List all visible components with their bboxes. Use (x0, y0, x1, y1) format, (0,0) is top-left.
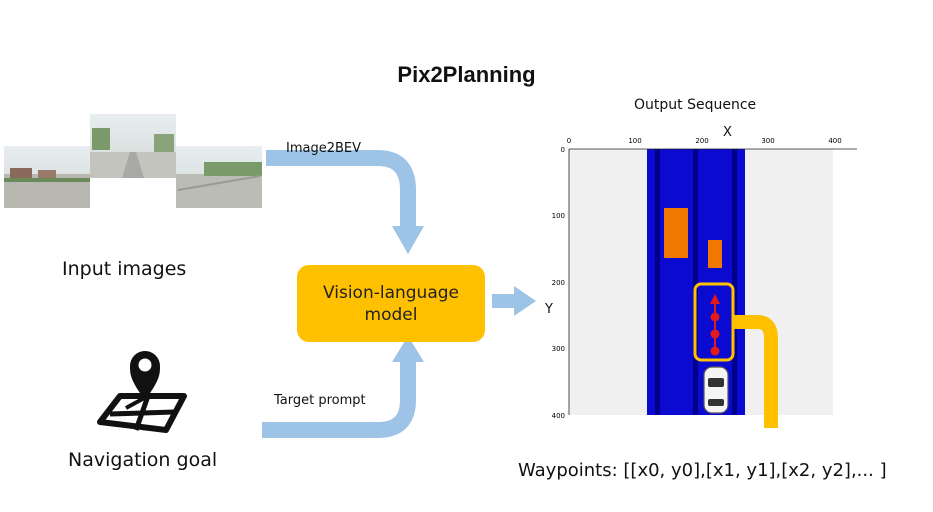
arrow-image2bev-head (392, 226, 424, 254)
output-sequence-title: Output Sequence (634, 97, 757, 113)
bev-plot: 0 100 200 300 400 0 100 200 300 400 (552, 137, 857, 428)
camera-image-center (90, 114, 176, 178)
waypoint (710, 346, 720, 356)
image2bev-label: Image2BEV (286, 141, 362, 156)
target-prompt-label: Target prompt (274, 393, 366, 408)
y-tick-labels: 0 100 200 300 400 (552, 146, 565, 420)
x-tick: 200 (695, 137, 708, 145)
waypoint-callout-arrow (733, 315, 778, 428)
ego-vehicle-icon (703, 366, 729, 414)
waypoint-direction-arrow (710, 294, 720, 304)
y-tick: 400 (552, 412, 565, 420)
obstacle-vehicle-1 (664, 208, 688, 258)
x-tick: 0 (567, 137, 571, 145)
y-tick: 100 (552, 212, 565, 220)
y-tick: 200 (552, 279, 565, 287)
x-axis-label: X (723, 125, 732, 140)
x-tick-labels: 0 100 200 300 400 (567, 137, 842, 145)
lane-divider-right (732, 149, 737, 415)
obstacle-vehicle-2 (708, 240, 722, 268)
model-label: Vision-language model (322, 282, 460, 325)
lane-divider-mid (693, 149, 698, 415)
navigation-goal-label: Navigation goal (68, 449, 218, 471)
input-images (4, 114, 262, 208)
y-axis-label: Y (545, 302, 553, 317)
waypoint (710, 329, 720, 339)
y-tick: 300 (552, 345, 565, 353)
arrow-target-prompt-head (392, 336, 424, 362)
arrow-target-prompt (262, 360, 416, 438)
arrow-to-output (492, 294, 514, 308)
y-tick: 0 (561, 146, 565, 154)
arrow-to-output-head (514, 286, 536, 316)
waypoint (710, 312, 720, 322)
input-images-label: Input images (62, 258, 187, 280)
x-tick: 400 (828, 137, 841, 145)
diagram-title: Pix2Planning (397, 62, 536, 87)
arrow-image2bev (266, 150, 416, 228)
lane-divider-left (655, 149, 660, 415)
vision-language-model-box: Vision-language model (297, 265, 485, 342)
x-tick: 100 (628, 137, 641, 145)
camera-image-left (4, 146, 90, 208)
map-pin-icon (97, 351, 187, 433)
x-tick: 300 (761, 137, 774, 145)
waypoints-output: Waypoints: [[x0, y0],[x1, y1],[x2, y2],.… (518, 460, 887, 481)
camera-image-right (176, 146, 262, 208)
